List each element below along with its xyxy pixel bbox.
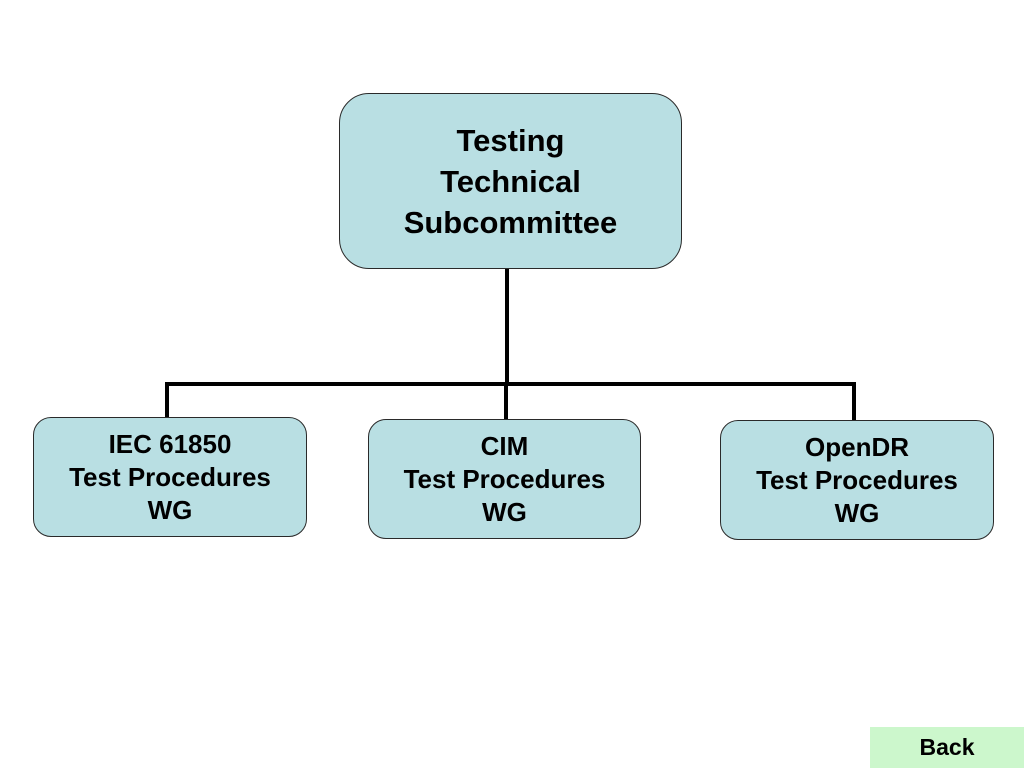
node-label-line: Test Procedures xyxy=(403,463,606,494)
org-node-testing-technical-subcommittee: Testing Technical Subcommittee xyxy=(339,93,682,269)
org-node-cim-wg: CIM Test Procedures WG xyxy=(368,419,641,539)
node-label-line: Test Procedures xyxy=(756,464,958,495)
connector-horizontal-bus xyxy=(165,382,856,386)
org-node-iec61850-wg: IEC 61850 Test Procedures WG xyxy=(33,417,307,537)
org-node-opendr-wg: OpenDR Test Procedures WG xyxy=(720,420,994,540)
connector-child-0 xyxy=(165,382,169,418)
connector-child-1 xyxy=(504,382,508,420)
back-button[interactable]: Back xyxy=(870,727,1024,768)
connector-child-2 xyxy=(852,382,856,421)
node-label-line: WG xyxy=(147,494,193,525)
node-label-line: Test Procedures xyxy=(69,461,271,492)
node-label-line: CIM xyxy=(480,430,529,461)
node-label-line: IEC 61850 xyxy=(108,428,232,459)
node-label-line: OpenDR xyxy=(805,431,909,462)
node-label-line: Subcommittee xyxy=(403,204,618,240)
node-label-line: Testing xyxy=(456,122,565,158)
node-label-line: WG xyxy=(482,496,527,527)
node-label-line: Technical xyxy=(440,163,581,199)
node-label-line: WG xyxy=(834,497,880,528)
connector-root-vertical xyxy=(505,268,509,385)
